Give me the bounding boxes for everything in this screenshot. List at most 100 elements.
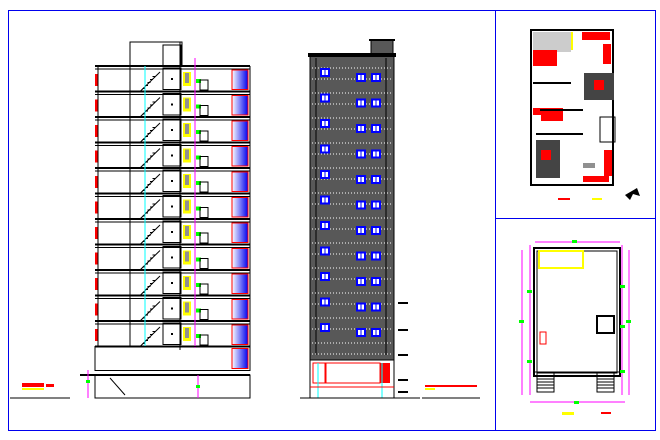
window-section-left xyxy=(95,201,98,214)
dimension-tag xyxy=(196,130,201,134)
window-glass xyxy=(231,248,249,269)
stair-flight xyxy=(139,224,161,245)
lift-door xyxy=(162,67,182,90)
stair-flight xyxy=(139,301,161,322)
dimension-tag xyxy=(196,155,201,160)
elevation-floor xyxy=(320,93,381,108)
balcony-rail xyxy=(199,156,209,167)
bath-fixture-inner xyxy=(185,277,189,287)
dimension-tag xyxy=(196,104,201,109)
stair-flight xyxy=(139,122,161,143)
stair-flight xyxy=(139,148,161,169)
sofa-set xyxy=(582,32,610,40)
ground-window xyxy=(231,348,249,369)
title-underline xyxy=(22,388,44,390)
elevation-floor xyxy=(320,221,381,235)
lift-door xyxy=(162,220,182,243)
bed-1 xyxy=(533,50,557,66)
lift-marker xyxy=(171,307,173,310)
stair-flight xyxy=(139,173,161,194)
elevation-floor xyxy=(320,119,381,133)
floor-plan xyxy=(530,29,640,200)
balcony-rail xyxy=(199,130,209,142)
ground-floor xyxy=(94,346,251,371)
dimension-tag xyxy=(196,257,201,262)
elevation-floor xyxy=(320,144,381,159)
lift-marker xyxy=(171,180,173,182)
window-section-left xyxy=(95,329,98,341)
dimension-tag xyxy=(196,385,200,388)
elevation-floor xyxy=(320,68,381,82)
stair-flight xyxy=(139,97,161,118)
bath-fixture-inner xyxy=(185,73,189,83)
stair-flight xyxy=(139,326,161,347)
scale-label xyxy=(46,384,54,387)
lift-door xyxy=(162,271,182,294)
section-floor xyxy=(95,270,250,297)
balcony-rail xyxy=(199,258,209,269)
balcony-rail xyxy=(199,232,209,244)
lift-door xyxy=(162,195,182,218)
bath-fixture-inner xyxy=(185,251,189,262)
sofa-set-2 xyxy=(583,176,609,182)
stair-flight xyxy=(139,71,161,92)
dimension-tag xyxy=(196,79,201,83)
elevation-floor xyxy=(320,297,381,312)
bath-fixture-inner xyxy=(185,98,189,109)
lift-marker xyxy=(171,154,173,157)
section-floor xyxy=(95,321,250,348)
dimension-tag xyxy=(626,320,631,323)
window-section-left xyxy=(95,74,98,86)
balcony-rail xyxy=(199,207,209,218)
title-label xyxy=(425,385,477,387)
lift-door xyxy=(162,118,182,141)
ground-outline xyxy=(533,247,621,377)
lift-marker xyxy=(171,333,173,335)
section-floor xyxy=(95,168,250,195)
bath-fixture-inner xyxy=(185,149,189,160)
lift-marker xyxy=(171,256,173,259)
section-floor xyxy=(95,219,250,246)
counter xyxy=(583,163,595,168)
office-room xyxy=(538,250,584,269)
balcony-rail xyxy=(199,283,209,295)
basement xyxy=(94,374,251,399)
bath-fixture-inner xyxy=(185,302,189,313)
window-glass xyxy=(231,171,249,192)
dimension-tag xyxy=(196,308,201,313)
dimension-tag xyxy=(86,380,90,383)
parapet xyxy=(308,53,396,57)
dimension-tag xyxy=(196,334,201,338)
ground-floor-plan xyxy=(519,240,631,415)
dimension-tag xyxy=(196,232,201,236)
window-section-left xyxy=(95,303,98,316)
lift-door xyxy=(162,144,182,167)
window-glass xyxy=(231,146,249,167)
lift-marker xyxy=(171,205,173,208)
roof-tower xyxy=(370,39,394,55)
lift-marker xyxy=(171,103,173,106)
window-section-left xyxy=(95,278,98,290)
ground-title xyxy=(562,412,574,415)
dimension-tag xyxy=(196,283,201,287)
window-glass xyxy=(231,95,249,116)
shop-shutter xyxy=(380,363,390,383)
dimension-tag xyxy=(574,401,579,404)
section-floor xyxy=(95,91,250,118)
lift-marker xyxy=(171,282,173,284)
section-floor xyxy=(95,193,250,220)
stair-flight xyxy=(139,275,161,296)
stair-tower-head xyxy=(129,41,183,67)
dimension-tag xyxy=(620,325,625,328)
dimension-tag xyxy=(196,206,201,211)
balcony-rail xyxy=(199,181,209,193)
balcony-rail xyxy=(199,79,209,91)
chairs xyxy=(603,44,611,64)
dining-table-2 xyxy=(541,150,551,160)
lift-shaft xyxy=(596,315,615,334)
title-label xyxy=(22,383,44,387)
window-section-left xyxy=(95,125,98,137)
dimension-tag xyxy=(527,290,532,293)
bath-fixture-inner xyxy=(185,226,189,236)
window-section-left xyxy=(95,99,98,112)
